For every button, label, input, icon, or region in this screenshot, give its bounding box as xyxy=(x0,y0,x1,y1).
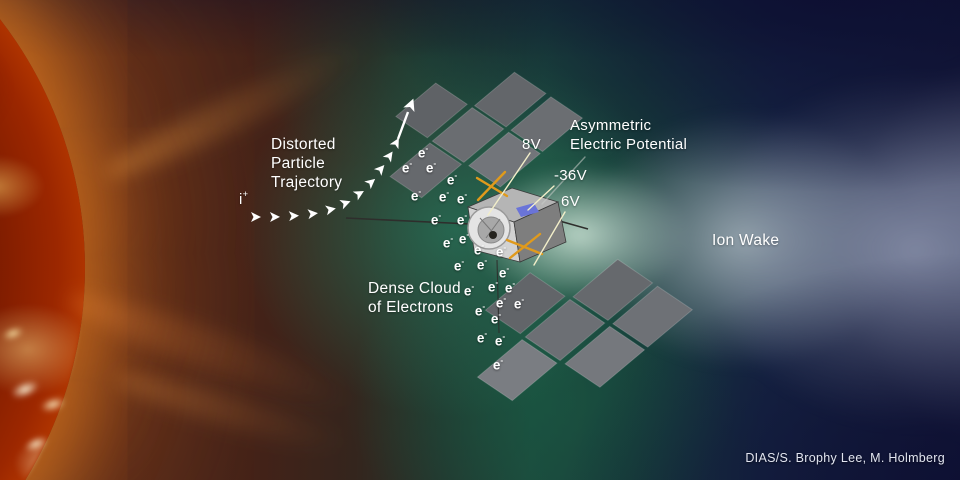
asymmetric-potential-label: Asymmetric Electric Potential xyxy=(570,117,688,153)
solar-array-lower xyxy=(476,258,694,402)
leader-lines xyxy=(487,152,586,266)
ion-base: i xyxy=(239,191,243,208)
ion-wake-label: Ion Wake xyxy=(712,232,780,249)
dish-antenna xyxy=(467,206,511,250)
voltage-label-6v: 6V xyxy=(561,193,580,210)
ion-symbol: i+ xyxy=(239,189,249,210)
credit-text: DIAS/S. Brophy Lee, M. Holmberg xyxy=(745,451,945,465)
voltage-label-minus36v: -36V xyxy=(554,167,587,184)
voltage-label-8v: 8V xyxy=(522,136,541,153)
solar-array-upper xyxy=(389,71,584,199)
ion-charge: + xyxy=(242,189,249,200)
array-strut xyxy=(475,170,544,260)
dense-cloud-label: Dense Cloud of Electrons xyxy=(368,280,461,317)
distorted-trajectory-label: Distorted Particle Trajectory xyxy=(271,136,343,192)
trajectory-arrows xyxy=(251,98,415,223)
